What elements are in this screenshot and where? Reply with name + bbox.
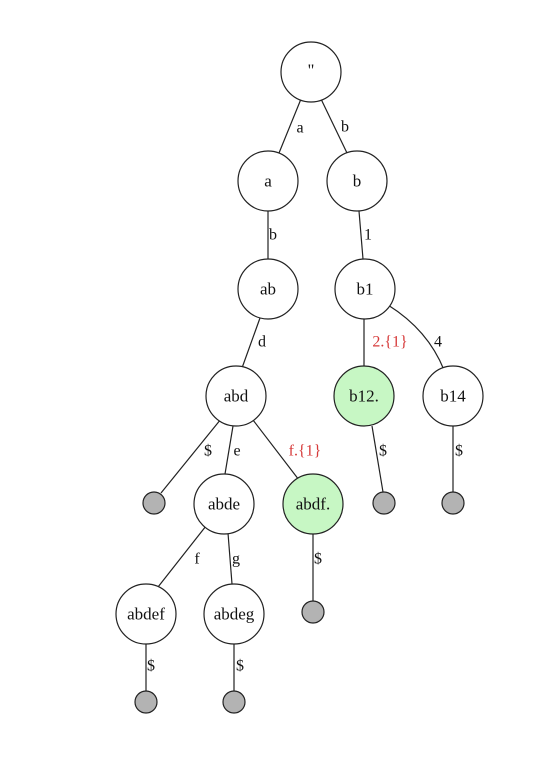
- leaf-abdef-end: [134, 690, 158, 714]
- node-b14-label: b14: [440, 387, 466, 406]
- edge-abd-abde: [224, 425, 234, 475]
- edge-label-b14-end: $: [455, 443, 463, 460]
- node-b14: b14: [422, 365, 484, 427]
- node-b-label: b: [353, 172, 362, 191]
- edge-ab-abd: [241, 317, 261, 369]
- node-abdf: abdf.: [282, 473, 344, 535]
- edge-label-abde-abdeg: g: [232, 551, 240, 568]
- node-ab: ab: [237, 258, 299, 320]
- leaf-abd-end: [142, 491, 166, 515]
- node-abdef-label: abdef: [127, 605, 165, 624]
- leaf-b14-end: [441, 491, 465, 515]
- edge-root-b: [320, 98, 348, 154]
- node-b: b: [326, 150, 388, 212]
- edge-label-b12-end: $: [379, 443, 387, 460]
- leaf-b12-end: [372, 491, 396, 515]
- node-abdf-label: abdf.: [296, 495, 330, 514]
- edge-label-b1-b12: 2.{1}: [372, 334, 407, 351]
- edge-b1-b14: [387, 304, 445, 371]
- node-abdef: abdef: [115, 583, 177, 645]
- edge-abde-abdeg: [227, 532, 233, 585]
- edge-label-root-b: b: [341, 119, 349, 136]
- edge-label-abdef-end: $: [147, 658, 155, 675]
- node-a-label: a: [264, 172, 272, 191]
- edge-label-ab-abd: d: [258, 334, 266, 351]
- terminal-leaves: [134, 491, 465, 714]
- edge-label-abd-abde: e: [233, 443, 240, 460]
- edge-label-abd-abdf: f.{1}: [289, 443, 322, 460]
- edge-abd-end: [160, 418, 222, 494]
- node-abdeg-label: abdeg: [214, 605, 255, 624]
- node-root: ": [280, 41, 342, 103]
- edge-label-a-ab: b: [269, 227, 277, 244]
- nodes: " a b ab b1 abd b12. b14: [115, 41, 484, 645]
- leaf-abdf-end: [301, 600, 325, 624]
- edge-label-abd-end: $: [204, 443, 212, 460]
- node-root-label: ": [308, 61, 315, 80]
- node-abde-label: abde: [208, 495, 240, 514]
- edge-label-root-a: a: [296, 120, 303, 137]
- node-abd: abd: [205, 365, 267, 427]
- edge-abd-abdf: [252, 419, 300, 481]
- edge-abde-abdef: [157, 525, 207, 588]
- node-ab-label: ab: [260, 280, 276, 299]
- node-abde: abde: [193, 473, 255, 535]
- edge-label-abdeg-end: $: [236, 658, 244, 675]
- node-b1: b1: [334, 258, 396, 320]
- edges: [145, 98, 454, 691]
- edge-b-b1: [358, 210, 364, 260]
- node-b12-label: b12.: [349, 387, 379, 406]
- edge-root-a: [278, 98, 302, 154]
- edge-label-abdf-end: $: [314, 551, 322, 568]
- edge-labels: a b b 1 d 2.{1} 4 $ e f.{1} $ $ f g $ $ …: [147, 119, 463, 675]
- leaf-abdeg-end: [222, 690, 246, 714]
- node-a: a: [237, 150, 299, 212]
- edge-b12-end: [371, 425, 384, 493]
- edge-label-b-b1: 1: [364, 227, 372, 244]
- edge-label-abde-abdef: f: [194, 551, 200, 568]
- edge-label-b1-b14: 4: [434, 334, 442, 351]
- node-abdeg: abdeg: [203, 583, 265, 645]
- node-b12: b12.: [333, 365, 395, 427]
- node-abd-label: abd: [224, 387, 249, 406]
- node-b1-label: b1: [357, 280, 374, 299]
